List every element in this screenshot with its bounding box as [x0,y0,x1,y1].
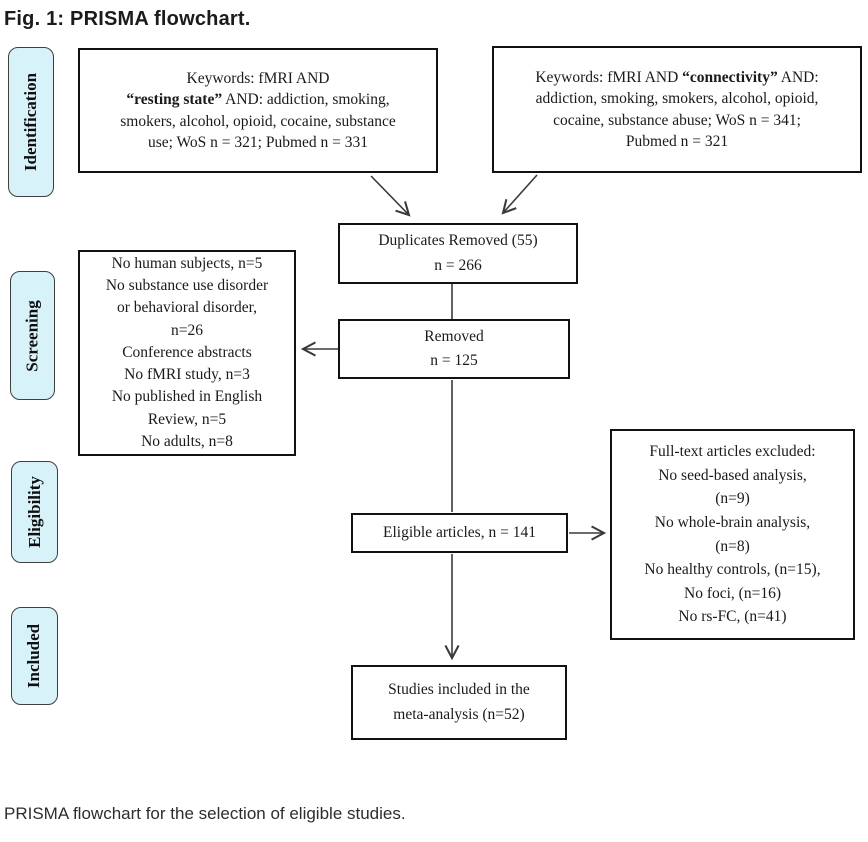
box-included-studies: Studies included in the meta-analysis (n… [351,665,567,740]
stage-identification: Identification [8,47,54,197]
box-duplicates-removed-text: Duplicates Removed (55) n = 266 [378,232,538,274]
search-resting-bold-term: “resting state” [126,91,223,109]
stage-screening: Screening [10,271,55,400]
prisma-flowchart: Identification Screening Eligibility Inc… [8,46,862,740]
box-search-resting-state: Keywords: fMRI AND “resting state” AND: … [78,48,438,173]
arrow-resting-to-duplicates [370,175,411,217]
arrow-connectivity-to-duplicates [501,174,538,215]
box-eligible-articles: Eligible articles, n = 141 [351,513,568,553]
search-resting-post: AND: addiction, smoking, smokers, alcoho… [120,91,396,151]
box-removed: Removed n = 125 [338,319,570,379]
stage-screening-label: Screening [22,299,42,372]
search-connectivity-pre: Keywords: fMRI AND [535,68,683,86]
box-included-studies-text: Studies included in the meta-analysis (n… [388,681,530,723]
figure-caption: PRISMA flowchart for the selection of el… [4,804,406,823]
box-screening-exclusions: No human subjects, n=5 No substance use … [78,250,296,456]
box-eligible-articles-text: Eligible articles, n = 141 [383,524,536,542]
box-fulltext-exclusions: Full-text articles excluded: No seed-bas… [610,429,855,640]
box-duplicates-removed: Duplicates Removed (55) n = 266 [338,223,578,284]
box-fulltext-exclusions-text: Full-text articles excluded: No seed-bas… [644,443,821,626]
box-removed-text: Removed n = 125 [424,327,484,369]
stage-eligibility-label: Eligibility [24,476,44,548]
search-connectivity-post: AND: addiction, smoking, smokers, alcoho… [535,68,819,150]
stage-identification-label: Identification [21,72,41,172]
search-connectivity-bold-term: “connectivity” [682,68,778,86]
stage-included-label: Included [24,623,44,689]
box-search-connectivity-text: Keywords: fMRI AND “connectivity” AND: a… [535,67,818,153]
box-search-connectivity: Keywords: fMRI AND “connectivity” AND: a… [492,46,862,173]
figure-title: Fig. 1: PRISMA flowchart. [4,8,251,30]
stage-eligibility: Eligibility [11,461,58,563]
stage-included: Included [11,607,58,705]
box-search-resting-state-text: Keywords: fMRI AND “resting state” AND: … [120,68,395,154]
search-resting-pre: Keywords: fMRI AND [186,69,330,87]
box-screening-exclusions-text: No human subjects, n=5 No substance use … [105,254,269,451]
